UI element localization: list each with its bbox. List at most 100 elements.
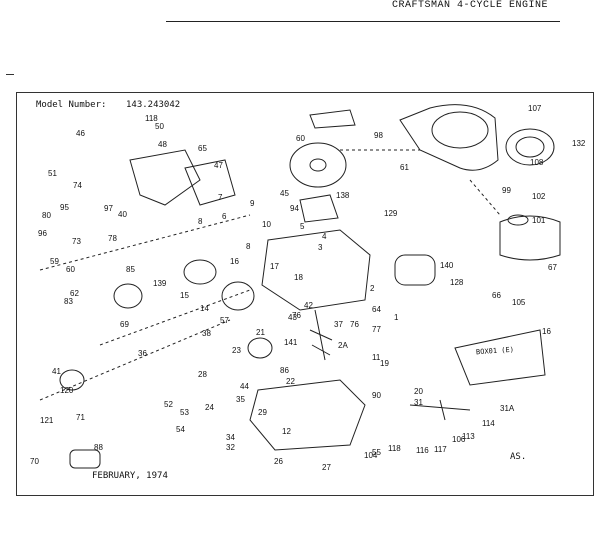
part-number-label: 129: [384, 209, 398, 218]
model-number-value: 143.243042: [126, 100, 181, 110]
part-number-label: 39: [0, 0, 9, 2]
part-number-label: 62: [70, 289, 79, 298]
part-number-label: 90: [372, 391, 381, 400]
manual-leaflet: [454, 329, 546, 386]
rewind-starter-inner: [515, 136, 545, 158]
part-number-label: 7: [218, 193, 223, 202]
part-number-label: 95: [60, 203, 69, 212]
part-number-label: 85: [126, 265, 135, 274]
part-number-label: 32: [226, 443, 235, 452]
part-number-label: 102: [532, 192, 546, 201]
callout-lines: [39, 149, 501, 401]
part-number-label: 48: [158, 140, 167, 149]
part-number-label: 67: [548, 263, 557, 272]
part-number-label: 36: [138, 349, 147, 358]
part-number-label: 106: [452, 435, 466, 444]
part-number-label: 60: [296, 134, 305, 143]
cover-plate: [309, 109, 356, 129]
part-number-label: 46: [76, 129, 85, 138]
muffler: [499, 215, 561, 261]
part-number-label: 105: [512, 298, 526, 307]
part-number-label: 4: [322, 232, 327, 241]
fuel-pipe: [69, 449, 101, 469]
blower-housing-opening: [431, 111, 489, 149]
part-number-label: 14: [200, 304, 209, 313]
part-number-label: 116: [416, 446, 429, 455]
part-number-label: 29: [258, 408, 267, 417]
part-number-label: 26: [274, 457, 283, 466]
diagram-frame: [16, 92, 594, 496]
part-number-label: 57: [220, 316, 229, 325]
part-number-label: 76: [292, 311, 301, 320]
part-number-label: 60: [66, 265, 75, 274]
cylinder-head: [129, 149, 201, 206]
part-number-label: 40: [118, 210, 127, 219]
part-number-label: 66: [492, 291, 501, 300]
part-number-label: 98: [374, 131, 383, 140]
part-number-label: 77: [372, 325, 381, 334]
part-number-label: 10: [262, 220, 271, 229]
piston: [221, 281, 255, 311]
part-number-label: 118: [145, 114, 158, 123]
model-number-label: Model Number:: [36, 100, 107, 110]
part-number-label: 132: [572, 139, 586, 148]
part-number-label: 117: [434, 445, 447, 454]
part-number-label: 31A: [500, 404, 515, 413]
part-number-label: 2A: [338, 341, 348, 350]
part-number-label: 38: [202, 329, 211, 338]
head-gasket: [184, 159, 236, 206]
diagram-date: FEBRUARY, 1974: [92, 471, 168, 481]
fuel-tank-cap: [59, 369, 85, 391]
part-number-label: 42: [304, 301, 313, 310]
part-number-label: 50: [155, 122, 164, 131]
part-number-label: 86: [280, 366, 289, 375]
part-number-label: 114: [482, 419, 495, 428]
part-number-label: 45: [280, 189, 289, 198]
part-number-label: 69: [120, 320, 129, 329]
part-number-label: 34: [226, 433, 235, 442]
part-number-label: 121: [40, 416, 54, 425]
part-number-label: 28: [198, 370, 207, 379]
part-number-label: 3: [318, 243, 323, 252]
part-number-label: 5: [300, 222, 305, 231]
part-number-label: 80: [42, 211, 51, 220]
part-number-label: 2: [370, 284, 375, 293]
rewind-starter: [505, 128, 555, 166]
part-number-label: 30: [0, 0, 9, 2]
part-number-label: 73: [72, 237, 81, 246]
part-number-label: 37: [334, 320, 343, 329]
part-number-label: 27: [322, 463, 331, 472]
part-number-label: 108: [530, 158, 544, 167]
part-number-label: 96: [38, 229, 47, 238]
part-number-label: 113: [462, 432, 475, 441]
part-number-label: 97: [104, 204, 113, 213]
part-number-label: 76: [350, 320, 359, 329]
part-number-label: 74: [73, 181, 82, 190]
part-number-label: 9: [250, 199, 255, 208]
part-number-label: 70: [30, 457, 39, 466]
ignition-coil: [299, 194, 339, 223]
part-number-label: 24: [205, 403, 214, 412]
part-number-label: 44: [240, 382, 249, 391]
part-number-label: 41: [52, 367, 61, 376]
part-number-label: 138: [336, 191, 350, 200]
part-number-label: 107: [528, 104, 542, 113]
part-number-label: 8: [198, 217, 203, 226]
crankcase-base: [249, 379, 366, 451]
part-number-label: 83: [64, 297, 73, 306]
muffler-cap: [507, 214, 529, 226]
part-number-label: 15: [180, 291, 189, 300]
part-number-label: 23: [232, 346, 241, 355]
part-number-label: 52: [164, 400, 173, 409]
flywheel: [289, 142, 347, 188]
part-number-label: 22: [286, 377, 295, 386]
part-number-label: 104: [364, 451, 378, 460]
part-number-label: 8: [246, 242, 251, 251]
part-number-label: 54: [176, 425, 185, 434]
part-number-label: 139: [153, 279, 167, 288]
part-number-label: 43: [288, 313, 297, 322]
part-number-label: 6: [222, 212, 227, 221]
page-title: CRAFTSMAN 4-CYCLE ENGINE: [392, 0, 549, 11]
header-rule: [166, 21, 560, 22]
